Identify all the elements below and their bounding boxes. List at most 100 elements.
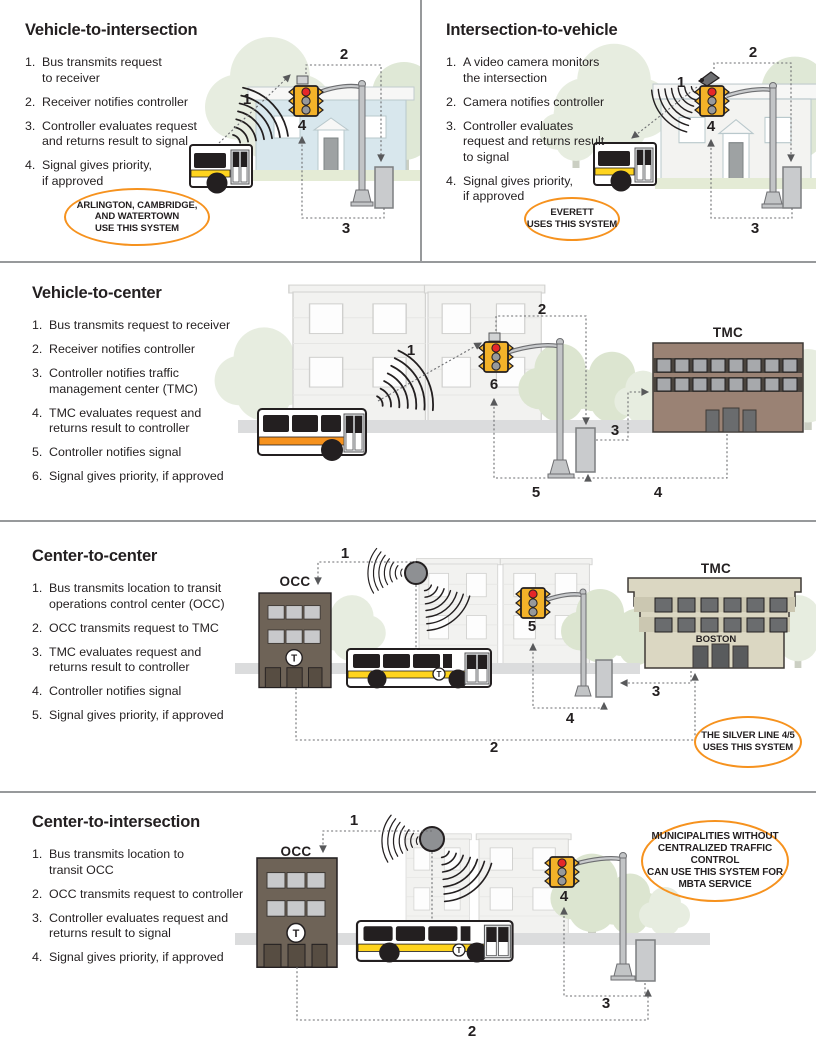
mbta-t-logo-letter: T [437, 670, 442, 679]
callout-everett: EVERETT USES THIS SYSTEM [524, 197, 620, 241]
step-marker: 3 [342, 220, 350, 237]
list-item: 1.A video camera monitors the intersecti… [446, 55, 600, 85]
step-marker: 5 [532, 484, 540, 501]
boston-label: BOSTON [696, 634, 737, 645]
step-marker: 3 [602, 995, 610, 1012]
step-marker: 1 [243, 91, 251, 108]
list-item: 4.Signal gives priority, if approved [446, 173, 573, 204]
step-marker: 3 [751, 220, 759, 237]
list-item: 2.Receiver notifies controller [25, 94, 188, 109]
step-marker: 1 [407, 342, 415, 359]
list-item: 3.Controller evaluates request and retur… [25, 118, 197, 149]
list-item: 2.OCC transmits request to controller [32, 886, 244, 901]
step-list: 1.Bus transmits location to transit oper… [32, 581, 282, 724]
panel-title: Intersection-to-vehicle [446, 21, 618, 39]
panel-title: Vehicle-to-intersection [25, 21, 198, 39]
list-item: 1.Bus transmits request to receiver [32, 318, 231, 332]
step-marker: 1 [677, 74, 685, 91]
callout-arlington-cambridge-watertown: ARLINGTON, CAMBRIDGE, AND WATERTOWN USE … [64, 188, 210, 246]
receiver-icon [488, 332, 501, 342]
list-item: 1.Bus transmits request to receiver [25, 55, 162, 85]
list-item: 2.Camera notifies controller [446, 94, 605, 109]
signal-pole [319, 80, 374, 207]
list-item: 5.Controller notifies signal [32, 445, 182, 459]
panel-title: Center-to-center [32, 547, 158, 565]
list-item: 4.Controller notifies signal [32, 684, 182, 698]
mbta-t-logo [452, 943, 466, 957]
panel-dividers [0, 0, 816, 793]
list-item: 4.TMC evaluates request and returns resu… [32, 405, 202, 436]
step-marker: 2 [340, 46, 348, 63]
step-marker: 6 [490, 376, 498, 393]
step-list: 1.Bus transmits location to transit OCC … [32, 847, 292, 966]
list-item: 4.Signal gives priority, if approved [32, 950, 224, 964]
controller-box [374, 166, 394, 209]
tmc-label: TMC [713, 325, 743, 340]
signal-pole [725, 82, 787, 209]
panel-vehicle-to-center: Vehicle-to-center 1.Bus transmits reques… [32, 284, 272, 493]
step-list: 1.A video camera monitors the intersecti… [446, 55, 646, 205]
step-marker: 4 [566, 710, 575, 727]
occ-label: OCC [280, 574, 311, 589]
signal-pole [508, 338, 575, 479]
step-marker: 4 [707, 118, 716, 135]
list-item: 6.Signal gives priority, if approved [32, 469, 224, 483]
traffic-signal [515, 587, 551, 619]
vehicle-to-intersection-illustration: 1 2 3 4 [189, 37, 420, 237]
vehicle-to-center-illustration: TMC 1 2 3 4 5 6 [214, 284, 816, 501]
list-item: 2.OCC transmits request to TMC [32, 620, 219, 635]
receiver-icon [296, 75, 309, 85]
step-marker: 1 [350, 812, 358, 829]
controller-box [635, 939, 656, 982]
controller-box [782, 166, 802, 209]
antenna-icon [404, 561, 428, 585]
list-item: 3.Controller evaluates request and retur… [32, 910, 229, 941]
tmc-building: TMC [652, 325, 804, 433]
radio-waves-icon [365, 547, 405, 596]
callout-silver-line: THE SILVER LINE 4/5 USES THIS SYSTEM [694, 716, 802, 768]
bus [257, 408, 367, 462]
occ-label: OCC [281, 844, 312, 859]
center-to-center-illustration: OCC BOSTON TMC [235, 545, 816, 756]
panel-title: Vehicle-to-center [32, 284, 162, 302]
list-item: 5.Signal gives priority, if approved [32, 708, 224, 722]
controller-box [575, 427, 596, 473]
intersection-to-vehicle-illustration: 1 2 3 4 [539, 43, 816, 237]
step-list: 1.Bus transmits request to receiver 2.Re… [25, 55, 225, 189]
step-marker: 2 [538, 301, 546, 318]
tmc-boston-building: BOSTON TMC [627, 561, 802, 669]
list-item: 4.Signal gives priority, if approved [25, 158, 152, 188]
controller-box [595, 659, 613, 698]
step-marker: 2 [749, 44, 757, 61]
step-marker: 3 [652, 683, 660, 700]
traffic-signal [694, 85, 730, 117]
video-camera-icon [697, 71, 721, 87]
step-marker: 4 [654, 484, 663, 501]
tmc-label: TMC [701, 561, 731, 576]
bus [355, 919, 514, 964]
step-marker: 4 [298, 117, 307, 134]
panel-title: Center-to-intersection [32, 813, 200, 831]
bus [346, 648, 492, 690]
mbta-t-logo-letter: T [457, 946, 462, 955]
callout-municipalities: MUNICIPALITIES WITHOUT CENTRALIZED TRAFF… [641, 820, 789, 902]
traffic-signal [544, 856, 580, 888]
panel-vehicle-to-intersection: Vehicle-to-intersection 1.Bus transmits … [25, 21, 225, 198]
panel-intersection-to-vehicle: Intersection-to-vehicle 1.A video camera… [446, 21, 646, 213]
step-list: 1.Bus transmits request to receiver 2.Re… [32, 318, 272, 485]
step-marker: 3 [611, 422, 619, 439]
traffic-signal [478, 341, 514, 373]
antenna-icon [419, 826, 445, 852]
traffic-signal [288, 85, 324, 117]
list-item: 3.Controller notifies traffic management… [32, 366, 198, 396]
list-item: 1.Bus transmits location to transit OCC [32, 847, 184, 877]
mbta-t-logo [432, 667, 446, 681]
list-item: 2.Receiver notifies controller [32, 342, 195, 356]
list-item: 3.TMC evaluates request and returns resu… [32, 644, 202, 675]
list-item: 3.Controller evaluates request and retur… [446, 118, 605, 164]
step-marker: 1 [341, 545, 349, 562]
step-marker: 2 [468, 1023, 476, 1040]
panel-center-to-intersection: Center-to-intersection 1.Bus transmits l… [32, 813, 292, 974]
